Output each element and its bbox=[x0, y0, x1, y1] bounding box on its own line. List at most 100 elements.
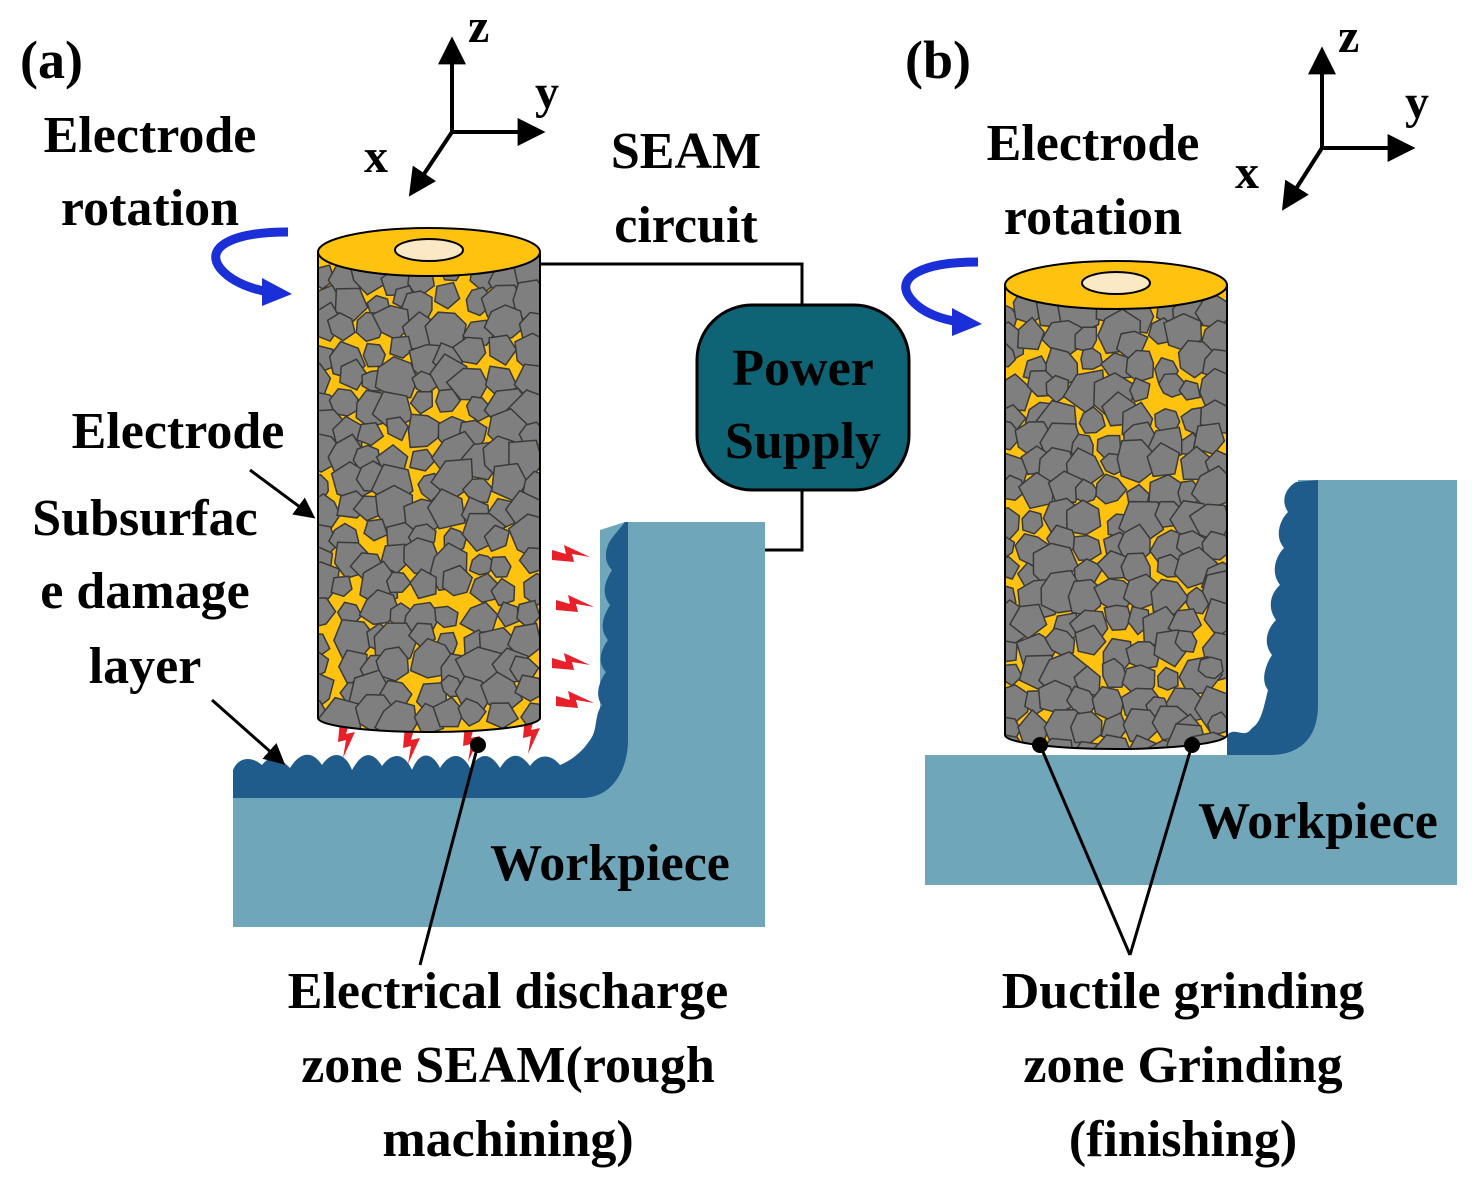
spark bbox=[552, 653, 590, 670]
damage-layer-a bbox=[233, 522, 628, 798]
electrode-a bbox=[317, 227, 541, 733]
abrasive-grit bbox=[1150, 578, 1190, 616]
axis-z-b: z bbox=[1338, 10, 1359, 63]
abrasive-grit bbox=[1125, 640, 1161, 670]
abrasive-grit bbox=[1016, 316, 1046, 351]
abrasive-grit bbox=[1005, 474, 1026, 501]
zone-marker-b-left bbox=[1032, 737, 1048, 753]
workpiece-label-b: Workpiece bbox=[1198, 793, 1438, 850]
abrasive-grit bbox=[1074, 478, 1099, 504]
seam-circuit-wires bbox=[540, 262, 804, 552]
abrasive-grit bbox=[318, 362, 332, 397]
zone-marker-b-right bbox=[1184, 737, 1200, 753]
abrasive-grit bbox=[318, 632, 331, 661]
abrasive-grit bbox=[1074, 624, 1107, 656]
spark bbox=[556, 691, 594, 708]
abrasive-grit bbox=[409, 568, 438, 600]
workpiece-label-a: Workpiece bbox=[490, 835, 730, 892]
rotation-arrow-a bbox=[211, 227, 292, 306]
abrasive-grit bbox=[375, 646, 410, 682]
abrasive-grit bbox=[1069, 710, 1103, 744]
rotation-label-b-2: rotation bbox=[1004, 189, 1182, 246]
abrasive-grit bbox=[339, 358, 368, 391]
abrasive-grit bbox=[1078, 406, 1106, 434]
abrasive-grit bbox=[457, 697, 487, 727]
abrasive-grit bbox=[485, 702, 520, 730]
abrasive-grit bbox=[1125, 349, 1155, 383]
abrasive-grit bbox=[1128, 376, 1151, 403]
abrasive-grit bbox=[489, 556, 512, 578]
abrasive-grit bbox=[409, 390, 434, 415]
axis-z-a: z bbox=[468, 0, 489, 53]
zone-marker-a bbox=[470, 737, 486, 753]
abrasive-grit bbox=[518, 547, 540, 575]
panel-a: Workpiece bbox=[20, 0, 911, 1168]
abrasive-grit bbox=[318, 671, 335, 713]
panel-b: Workpiece z y x (b) Electrode rotation D… bbox=[901, 10, 1457, 1168]
rotation-label-a-1: Electrode bbox=[44, 107, 257, 164]
abrasive-grit bbox=[1197, 656, 1224, 680]
abrasive-grit bbox=[318, 650, 330, 680]
panel-tag-a: (a) bbox=[20, 30, 83, 90]
abrasive-grit bbox=[483, 304, 525, 340]
damage-label-1: Subsurfac bbox=[32, 490, 257, 547]
abrasive-grit bbox=[507, 513, 540, 561]
electrode-b bbox=[1004, 260, 1228, 750]
abrasive-grit bbox=[441, 564, 474, 597]
abrasive-grit bbox=[389, 335, 413, 359]
axes-b bbox=[1281, 46, 1416, 211]
zone-label-a-2: zone SEAM(rough bbox=[301, 1037, 715, 1094]
power-supply-box: Power Supply bbox=[695, 303, 911, 492]
abrasive-grit bbox=[1021, 509, 1044, 535]
axis-y-a: y bbox=[535, 66, 559, 119]
panel-tag-b: (b) bbox=[905, 30, 971, 90]
axes-a bbox=[408, 36, 546, 197]
abrasive-grit bbox=[433, 605, 459, 629]
workpiece-a: Workpiece bbox=[233, 522, 765, 927]
abrasive-grit bbox=[1156, 666, 1179, 691]
abrasive-grit bbox=[435, 388, 462, 413]
abrasive-grit bbox=[326, 312, 356, 342]
electrode-label-a: Electrode bbox=[72, 403, 285, 460]
abrasive-grit bbox=[483, 524, 511, 553]
abrasive-grit bbox=[451, 336, 487, 365]
seam-circuit-label-1: SEAM bbox=[611, 123, 761, 180]
abrasive-grit bbox=[1005, 373, 1033, 412]
power-supply-line1: Power bbox=[732, 340, 873, 397]
abrasive-grit bbox=[363, 518, 389, 542]
workpiece-body-a bbox=[233, 522, 765, 927]
abrasive-grit bbox=[433, 281, 461, 310]
abrasive-grit bbox=[330, 575, 353, 598]
zone-label-b-1: Ductile grinding bbox=[1002, 963, 1365, 1020]
axis-x-b: x bbox=[1235, 146, 1259, 199]
rotation-label-b-1: Electrode bbox=[987, 115, 1200, 172]
abrasive-grit bbox=[1044, 627, 1076, 656]
spark bbox=[338, 720, 355, 758]
zone-label-a-3: machining) bbox=[382, 1111, 633, 1168]
abrasive-grits-a bbox=[318, 252, 540, 732]
abrasive-grit bbox=[1065, 499, 1102, 536]
abrasive-grit bbox=[1095, 473, 1128, 505]
rotation-label-a-2: rotation bbox=[61, 180, 239, 237]
zone-label-b-2: zone Grinding bbox=[1023, 1037, 1342, 1094]
zone-label-b-3: (finishing) bbox=[1069, 1111, 1297, 1168]
leaders-b bbox=[1038, 744, 1194, 956]
abrasive-grit bbox=[409, 448, 437, 472]
seam-circuit-label-2: circuit bbox=[614, 197, 758, 254]
abrasive-grit bbox=[355, 421, 385, 447]
abrasive-grit bbox=[1174, 629, 1198, 654]
abrasive-grit bbox=[1005, 639, 1018, 664]
abrasive-grit bbox=[1008, 603, 1048, 640]
electrode-bore-b bbox=[1081, 271, 1151, 295]
leaders-a bbox=[211, 468, 480, 966]
power-supply-line2: Supply bbox=[725, 413, 881, 470]
abrasive-grit bbox=[488, 334, 518, 366]
axis-x-a: x bbox=[364, 130, 388, 183]
abrasive-grit bbox=[1005, 507, 1021, 542]
spark bbox=[403, 726, 420, 764]
abrasive-grit bbox=[1146, 441, 1181, 478]
rotation-arrow-b bbox=[901, 257, 982, 336]
abrasive-grit bbox=[318, 561, 341, 603]
